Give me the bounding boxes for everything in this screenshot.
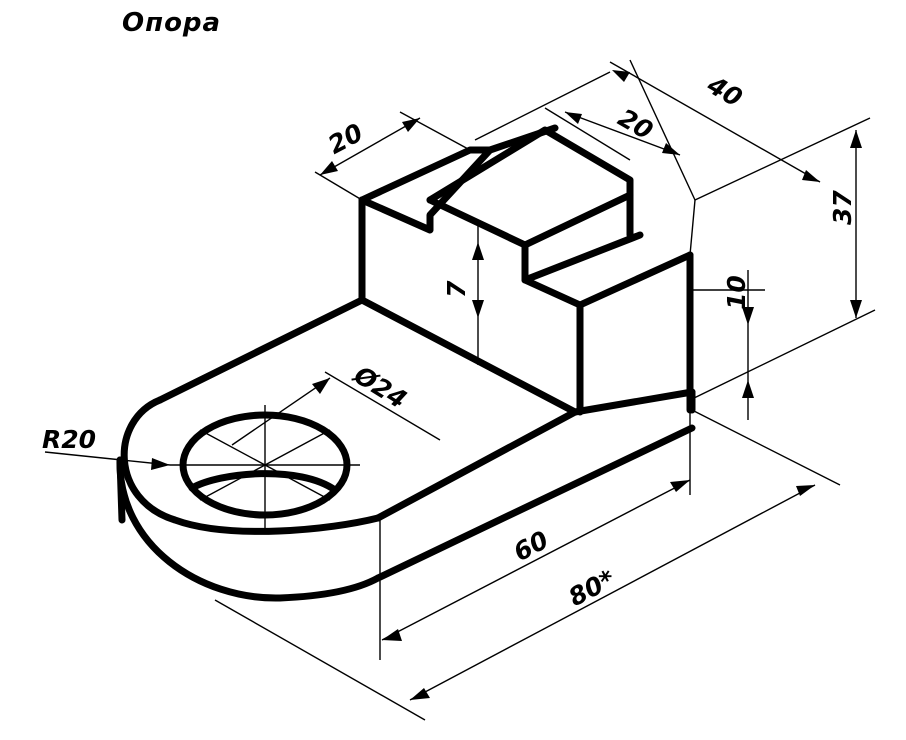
through-hole (170, 405, 360, 530)
dim-top-center-width: 20 (613, 103, 658, 146)
dim-radius: R20 (42, 425, 96, 454)
drawing-title: Опора (122, 8, 222, 38)
dim-top-left-width: 20 (323, 118, 367, 160)
base-plate (116, 296, 696, 602)
dimension-lines (44, 59, 876, 721)
dim-depth: 40 (702, 70, 748, 113)
upright-block (358, 124, 694, 416)
dim-overall-height: 37 (828, 190, 857, 225)
dim-length-overall: 80* (564, 564, 620, 612)
dim-slot-depth: 7 (442, 280, 471, 298)
dim-length-inner: 60 (509, 525, 553, 567)
dim-base-thickness: 10 (722, 275, 751, 310)
dim-hole-diameter: Ø24 (347, 359, 412, 414)
